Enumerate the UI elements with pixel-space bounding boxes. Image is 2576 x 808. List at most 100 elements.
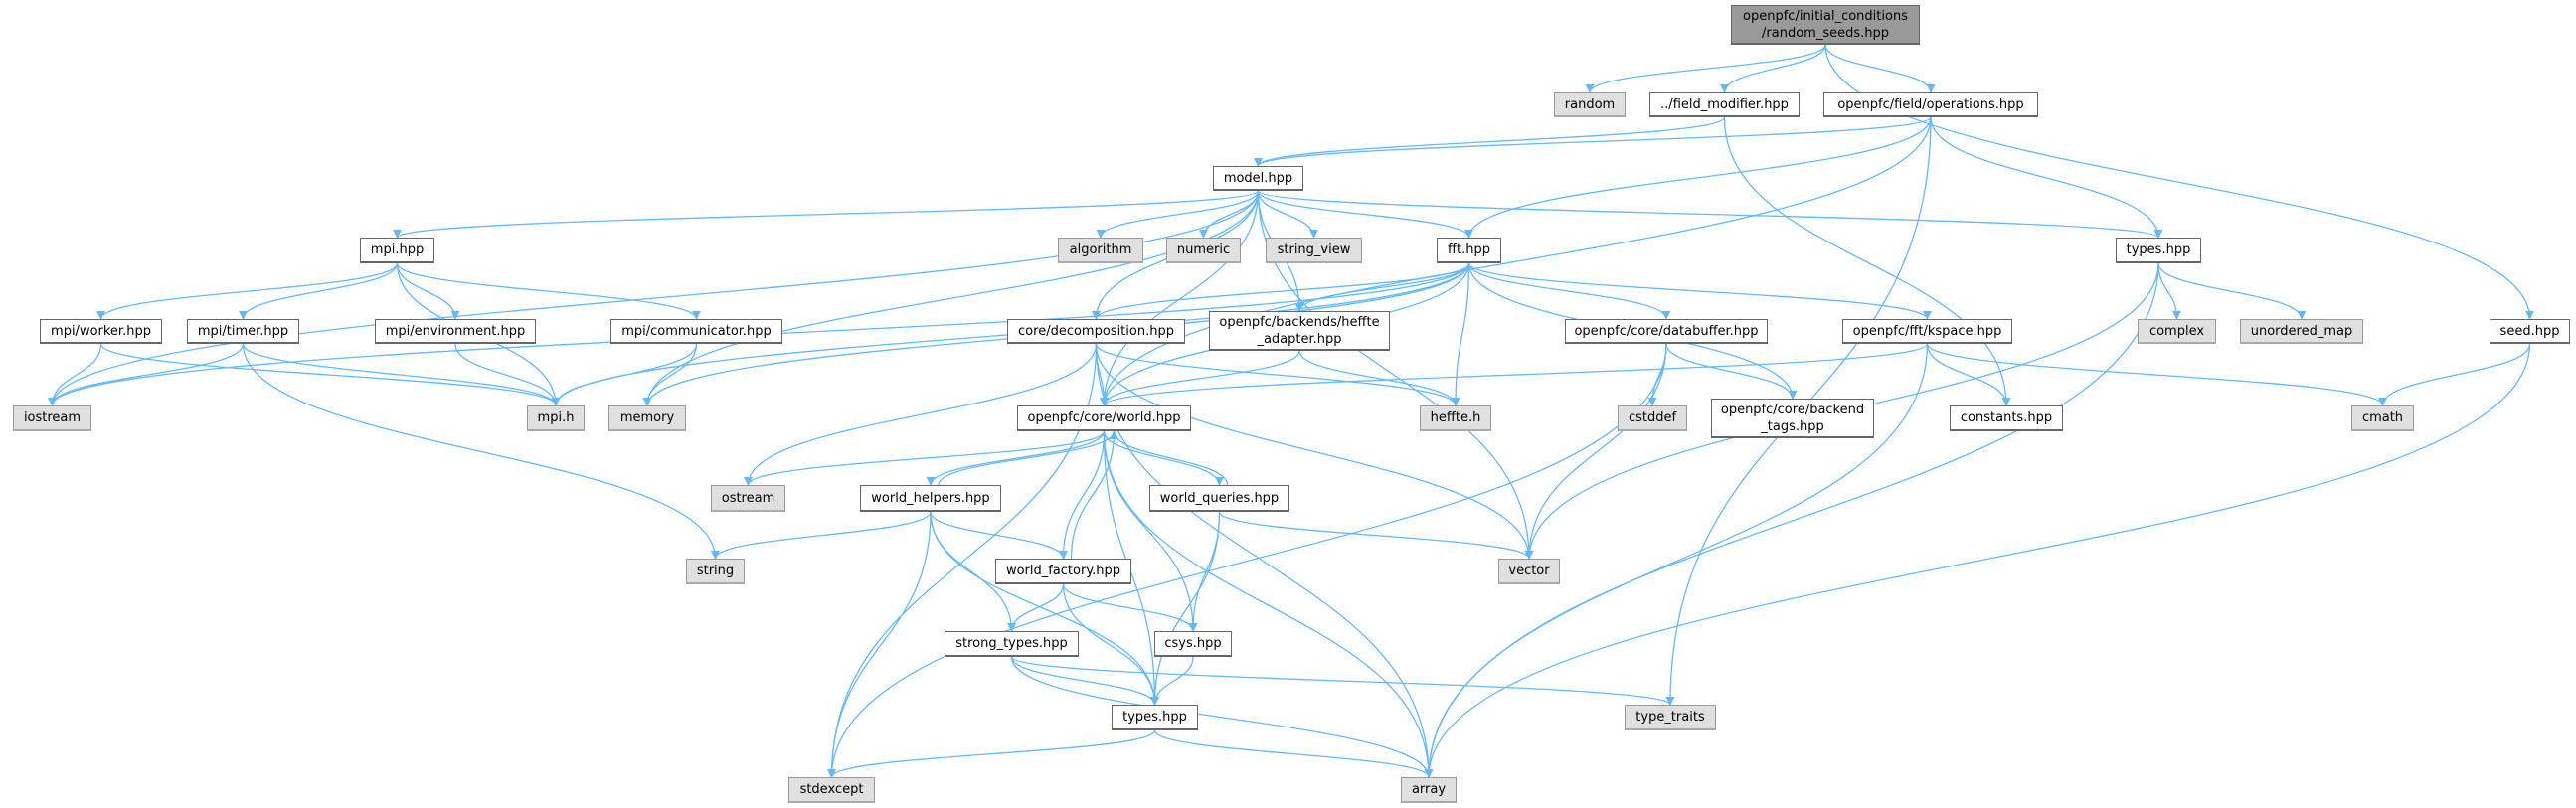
edge-databuffer-to-vector (1524, 343, 1667, 560)
node-environment[interactable]: mpi/environment.hpp (375, 319, 536, 344)
edge-timer-to-iostream (48, 343, 245, 406)
node-vector: vector (1498, 559, 1560, 584)
edge-seed-to-cmath (2378, 343, 2531, 406)
edge-world_factory-to-csys (1062, 583, 1198, 632)
node-numeric: numeric (1166, 238, 1241, 263)
node-stdexcept: stdexcept (788, 777, 875, 803)
edge-world_helpers-to-types_bot (930, 511, 1159, 706)
edge-world_helpers-to-string (711, 511, 932, 560)
node-world[interactable]: openpfc/core/world.hpp (1017, 405, 1191, 431)
edge-world-to-ostream (744, 430, 1106, 486)
node-backend-tags[interactable]: openpfc/core/backend _tags.hpp (1711, 399, 1874, 438)
node-ostream: ostream (711, 485, 785, 512)
edge-decomposition-to-heffte_h (1095, 343, 1460, 406)
edge-databuffer-to-stdexcept (827, 343, 1667, 778)
node-cmath: cmath (2351, 405, 2414, 431)
edge-seed-to-array (1424, 343, 2531, 778)
edge-field_modifier-to-constants (1723, 116, 2011, 406)
node-timer[interactable]: mpi/timer.hpp (187, 319, 299, 344)
node-mpi-h: mpi.h (527, 405, 585, 431)
edge-world-to-world_helpers (926, 430, 1106, 486)
edge-world_factory-to-strong_types (1007, 583, 1065, 632)
edge-world_helpers-to-world_factory (930, 511, 1068, 560)
node-unordered-map: unordered_map (2240, 319, 2363, 344)
edge-databuffer-to-backend_tags (1665, 343, 1798, 400)
edge-model-to-numeric (1199, 190, 1260, 239)
edge-world_helpers-to-stdexcept (827, 511, 932, 778)
node-csys[interactable]: csys.hpp (1154, 631, 1232, 657)
node-kspace[interactable]: openpfc/fft/kspace.hpp (1842, 319, 2012, 344)
node-worker[interactable]: mpi/worker.hpp (40, 319, 162, 344)
node-heffte-h: heffte.h (1420, 405, 1491, 431)
node-model[interactable]: model.hpp (1213, 166, 1303, 191)
edge-root-to-operations (1824, 44, 1936, 93)
edge-types_bot-to-stdexcept (827, 729, 1156, 778)
edge-communicator-to-memory (642, 343, 698, 406)
node-world-helpers[interactable]: world_helpers.hpp (860, 485, 1001, 512)
node-algorithm: algorithm (1058, 238, 1143, 263)
node-complex: complex (2138, 319, 2216, 344)
edge-world-to-array (1103, 430, 1434, 778)
edge-operations-to-types_top (1930, 116, 2163, 239)
node-communicator[interactable]: mpi/communicator.hpp (610, 319, 782, 344)
node-types-bot[interactable]: types.hpp (1112, 705, 1198, 730)
node-mpi-hpp[interactable]: mpi.hpp (360, 238, 434, 263)
edge-model-to-mpi_hpp (393, 190, 1260, 239)
node-world-queries[interactable]: world_queries.hpp (1149, 485, 1289, 512)
node-heffte-adapter[interactable]: openpfc/backends/heffte _adapter.hpp (1209, 311, 1390, 351)
edge-types_bot-to-array (1153, 729, 1434, 778)
edge-heffte_adapter-to-heffte_h (1298, 350, 1460, 406)
edge-timer-to-mpi_h (242, 343, 561, 406)
edge-heffte_adapter-to-world (1100, 350, 1300, 406)
edge-strong_types-to-array (1010, 656, 1434, 778)
edge-fft-to-kspace (1467, 262, 1932, 320)
edge-worker-to-mpi_h (99, 343, 561, 406)
edge-strong_types-to-type_traits (1010, 656, 1675, 706)
edge-decomposition-to-vector (1095, 343, 1534, 560)
edge-operations-to-fft (1464, 116, 1932, 239)
edge-kspace-to-world (1100, 343, 1929, 406)
node-constants[interactable]: constants.hpp (1950, 405, 2063, 431)
edge-fft-to-heffte_h (1451, 262, 1470, 406)
edge-operations-to-model (1254, 116, 1932, 167)
node-cstddef: cstddef (1618, 405, 1687, 431)
edge-root-to-random (1585, 44, 1826, 93)
node-decomposition[interactable]: core/decomposition.hpp (1007, 319, 1185, 344)
node-seed[interactable]: seed.hpp (2490, 319, 2570, 344)
edge-types_top-to-array (1424, 262, 2159, 778)
edge-timer-to-string (242, 343, 720, 560)
edge-world-to-world_queries (1103, 430, 1224, 486)
node-operations[interactable]: openpfc/field/operations.hpp (1823, 92, 2038, 117)
edge-world_helpers-to-world (938, 430, 1118, 486)
edge-fft-to-heffte_adapter (1294, 262, 1470, 312)
node-random: random (1554, 92, 1626, 117)
edge-world_queries-to-vector (1218, 511, 1534, 560)
edge-model-to-algorithm (1096, 190, 1260, 239)
node-world-factory[interactable]: world_factory.hpp (995, 559, 1131, 584)
edge-csys-to-types_bot (1150, 656, 1194, 706)
edge-model-to-string_view (1257, 190, 1318, 239)
edge-world-to-world_factory (1059, 430, 1106, 560)
node-string: string (686, 559, 745, 584)
edge-types_top-to-complex (2157, 262, 2181, 320)
edge-model-to-iostream (48, 190, 1260, 406)
edge-operations-to-world (1100, 116, 1932, 406)
node-root: openpfc/initial_conditions /random_seeds… (1731, 5, 1920, 45)
node-strong-types[interactable]: strong_types.hpp (945, 631, 1079, 657)
edge-communicator-to-mpi_h (551, 343, 698, 406)
edge-root-to-field_modifier (1720, 44, 1826, 93)
edge-decomposition-to-ostream (744, 343, 1098, 486)
edge-kspace-to-cmath (1926, 343, 2387, 406)
node-field-modifier[interactable]: ../field_modifier.hpp (1649, 92, 1800, 117)
node-databuffer[interactable]: openpfc/core/databuffer.hpp (1565, 319, 1768, 344)
node-memory: memory (608, 405, 686, 431)
node-iostream: iostream (13, 405, 91, 431)
edge-mpi_hpp-to-worker (96, 262, 399, 320)
edge-strong_types-to-types_bot (1010, 656, 1159, 706)
node-types-top[interactable]: types.hpp (2116, 238, 2201, 263)
node-fft[interactable]: fft.hpp (1437, 238, 1501, 263)
edge-environment-to-mpi_h (454, 343, 561, 406)
edge-mpi_hpp-to-environment (396, 262, 460, 320)
